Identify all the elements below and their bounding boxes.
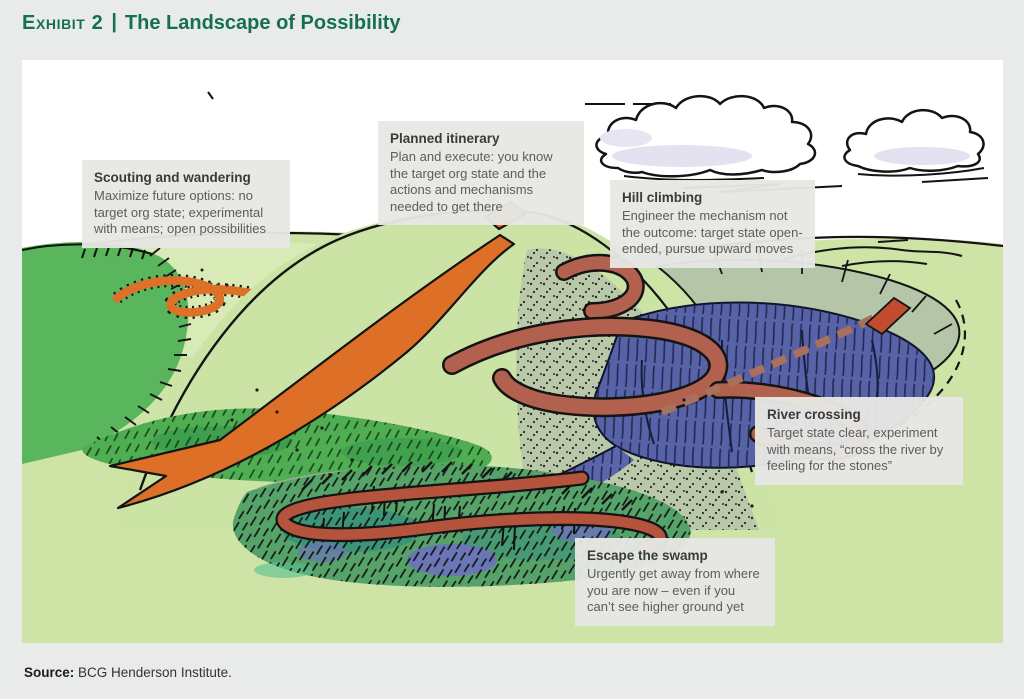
callout-title: Hill climbing [622, 190, 703, 205]
page-title: The Landscape of Possibility [124, 12, 401, 34]
callout-hill-climbing: Hill climbing Engineer the mechanism not… [610, 180, 815, 268]
illustration-panel: Scouting and wandering Maximize future o… [22, 60, 1003, 643]
exhibit-separator: | [111, 11, 117, 33]
callout-escape-the-swamp: Escape the swamp Urgently get away from … [575, 538, 775, 626]
callout-body: Maximize future options: no target org s… [94, 188, 266, 237]
callout-scouting-and-wandering: Scouting and wandering Maximize future o… [82, 160, 290, 248]
callout-body: Target state clear, experiment with mean… [767, 425, 944, 474]
crossing-arrowhead [864, 296, 912, 336]
source-text: BCG Henderson Institute. [74, 665, 232, 680]
source-line: Source: BCG Henderson Institute. [24, 665, 232, 680]
callout-river-crossing: River crossing Target state clear, exper… [755, 397, 963, 485]
river-crossing-path [660, 296, 912, 416]
exhibit-label: Exhibit 2 [22, 12, 104, 34]
source-label: Source: [24, 665, 75, 680]
callout-planned-itinerary: Planned itinerary Plan and execute: you … [378, 121, 584, 226]
exhibit-header: Exhibit 2 | The Landscape of Possibility [22, 11, 401, 35]
sky-mark [207, 91, 214, 100]
callout-title: River crossing [767, 407, 861, 422]
field-speckles [200, 268, 754, 508]
callout-body: Urgently get away from where you are now… [587, 566, 760, 615]
callout-title: Planned itinerary [390, 131, 500, 146]
callout-title: Scouting and wandering [94, 170, 251, 185]
callout-title: Escape the swamp [587, 548, 708, 563]
callout-body: Plan and execute: you know the target or… [390, 149, 553, 214]
callout-body: Engineer the mechanism not the outcome: … [622, 208, 803, 257]
